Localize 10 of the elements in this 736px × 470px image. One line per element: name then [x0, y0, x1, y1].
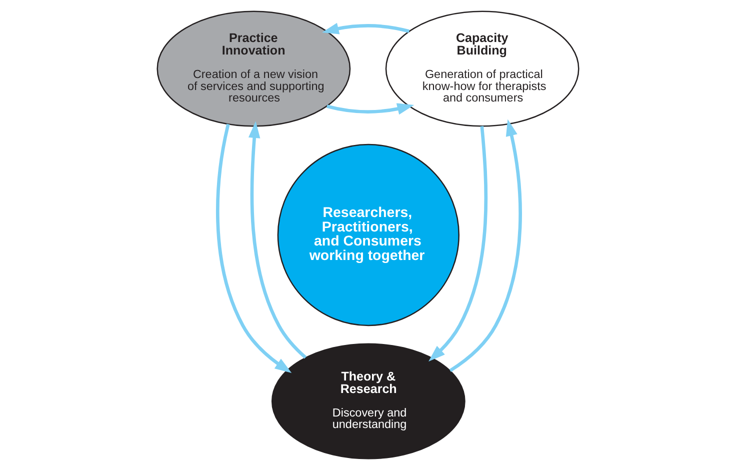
arrow [216, 124, 292, 373]
arrow [428, 126, 488, 362]
node-circle: Researchers, Practitioners, and Consumers working together [277, 144, 460, 326]
node-ellipse: Practice Innovation Creation of a new vision of services and supporting resources [156, 10, 351, 127]
node-ellipse: Capacity Building Generation of practical know-how for therapists and consumers [385, 10, 580, 127]
arrow [326, 103, 414, 115]
arrow [248, 121, 307, 359]
arrow [449, 119, 522, 372]
arrow [322, 22, 410, 34]
node-ellipse: Theory & Research Discovery and understanding [271, 343, 466, 460]
